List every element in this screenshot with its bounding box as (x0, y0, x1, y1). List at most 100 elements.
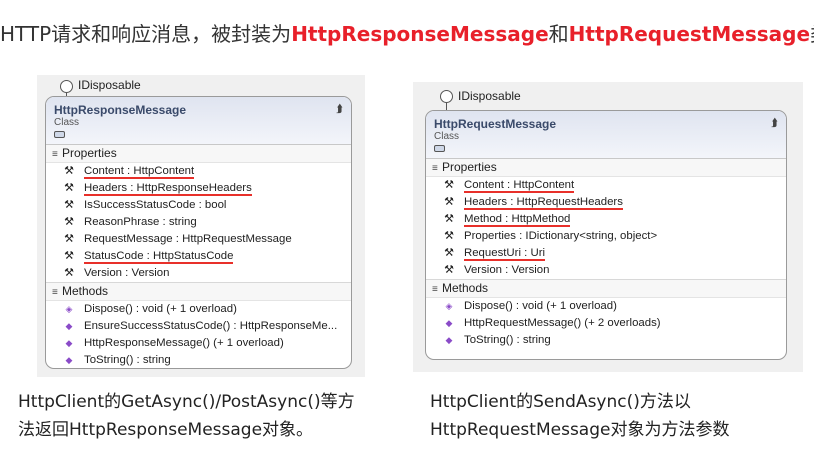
response-methods-label: Methods (62, 284, 109, 298)
request-interface: IDisposable (440, 88, 640, 114)
wrench-icon: ⚒ (64, 182, 74, 194)
protected-method-icon: ◈ (65, 304, 73, 314)
request-caption: HttpClient的SendAsync()方法以 HttpRequestMes… (430, 388, 729, 444)
property-text: ReasonPhrase : string (84, 216, 197, 228)
request-methods-list: ◈Dispose() : void (+ 1 overload)◆HttpReq… (426, 298, 786, 349)
request-interface-label: IDisposable (458, 89, 521, 103)
response-caption-line: 法返回HttpResponseMessage对象。 (18, 420, 314, 440)
request-class-title: HttpRequestMessage (434, 117, 557, 131)
protected-method-icon: ◈ (445, 301, 453, 311)
method-text: HttpResponseMessage() (+ 1 overload) (84, 337, 284, 349)
property-row[interactable]: ⚒ StatusCode : HttpStatusCode (46, 248, 351, 265)
response-class-subtitle: Class (54, 117, 80, 128)
response-class-header: HttpResponseMessage Class ⮭ (46, 97, 351, 145)
wrench-icon: ⚒ (64, 216, 74, 228)
class-glyph-icon (54, 131, 65, 138)
property-text: Method : HttpMethod (464, 213, 571, 227)
property-row[interactable]: ⚒ Properties : IDictionary<string, object… (426, 228, 786, 245)
response-interface-label: IDisposable (78, 78, 141, 92)
heading-response-class: HttpResponseMessage (291, 22, 549, 46)
request-methods-header[interactable]: ≡Methods (426, 279, 786, 298)
double-chevron-up-icon[interactable]: ⮭ (336, 103, 343, 115)
response-methods-header[interactable]: ≡ Methods (46, 282, 351, 301)
property-text: StatusCode : HttpStatusCode (84, 250, 234, 264)
request-caption-line: HttpClient的SendAsync()方法以 (430, 392, 691, 412)
request-caption-line: HttpRequestMessage对象为方法参数 (430, 420, 730, 440)
property-text: RequestMessage : HttpRequestMessage (84, 233, 292, 245)
response-caption-line: HttpClient的GetAsync()/PostAsync()等方 (18, 392, 355, 412)
wrench-icon: ⚒ (444, 196, 454, 208)
response-properties-header[interactable]: ≡ Properties (46, 145, 351, 163)
response-class-title: HttpResponseMessage (54, 103, 187, 117)
method-text: Dispose() : void (+ 1 overload) (464, 300, 617, 312)
property-row[interactable]: ⚒ Version : Version (46, 265, 351, 282)
property-row[interactable]: ⚒ Headers : HttpRequestHeaders (426, 194, 786, 211)
property-text: Content : HttpContent (464, 179, 575, 193)
response-properties-label: Properties (62, 146, 117, 160)
property-row[interactable]: ⚒ IsSuccessStatusCode : bool (46, 197, 351, 214)
wrench-icon: ⚒ (64, 267, 74, 279)
wrench-icon: ⚒ (444, 264, 454, 276)
property-text: Content : HttpContent (84, 165, 195, 179)
property-row[interactable]: ⚒ Content : HttpContent (426, 177, 786, 194)
heading-suffix: 类 (810, 22, 814, 46)
property-text: Version : Version (84, 267, 170, 279)
method-text: EnsureSuccessStatusCode() : HttpResponse… (84, 320, 338, 332)
wrench-icon: ⚒ (444, 230, 454, 242)
property-text: IsSuccessStatusCode : bool (84, 199, 227, 211)
method-row[interactable]: ◆ ToString() : string (46, 352, 351, 368)
method-row[interactable]: ◈ Dispose() : void (+ 1 overload) (426, 298, 786, 315)
collapse-minus-icon[interactable]: ≡ (52, 287, 58, 298)
response-methods-list: ◈ Dispose() : void (+ 1 overload) ◆ EnsureS… (46, 301, 351, 368)
collapse-minus-icon[interactable]: ≡ (52, 149, 58, 160)
heading-request-class: HttpRequestMessage (568, 22, 811, 46)
heading-prefix: HTTP请求和响应消息，被封装为 (0, 22, 292, 46)
wrench-icon: ⚒ (444, 179, 454, 191)
request-properties-header[interactable]: ≡ Properties (426, 159, 786, 177)
response-interface: IDisposable (60, 78, 260, 101)
property-text: Headers : HttpRequestHeaders (464, 196, 623, 210)
method-icon: ◆ (65, 338, 73, 348)
property-row[interactable]: ⚒RequestUri : Uri (426, 245, 786, 262)
method-row[interactable]: ◈ Dispose() : void (+ 1 overload) (46, 301, 351, 318)
property-text: Version : Version (464, 264, 550, 276)
method-text: Dispose() : void (+ 1 overload) (84, 303, 237, 315)
wrench-icon: ⚒ (64, 233, 74, 245)
property-row[interactable]: ⚒ Version : Version (426, 262, 786, 279)
method-row[interactable]: ◆ HttpResponseMessage() (+ 1 overload) (46, 335, 351, 352)
class-glyph-icon (434, 145, 445, 152)
wrench-icon: ⚒ (64, 199, 74, 211)
wrench-icon: ⚒ (64, 250, 74, 262)
response-class-box: HttpResponseMessage Class ⮭ ≡Properties … (45, 96, 352, 369)
collapse-minus-icon[interactable]: ≡ (432, 163, 438, 174)
property-row[interactable]: ⚒ ReasonPhrase : string (46, 214, 351, 231)
method-icon: ◆ (65, 321, 73, 331)
heading-connector: 和 (548, 22, 569, 46)
request-properties-list: ⚒ Content : HttpContent ⚒ Headers : HttpReq… (426, 177, 786, 279)
method-text: ToString() : string (464, 334, 551, 346)
request-class-box: HttpRequestMessage Class ⮭ ≡ Properties ⚒… (425, 110, 787, 360)
property-row[interactable]: ⚒ Headers : HttpResponseHeaders (46, 180, 351, 197)
method-row[interactable]: ◆ ToString() : string (426, 332, 786, 349)
property-text: RequestUri : Uri (464, 247, 546, 261)
property-text: Properties : IDictionary<string, object> (464, 230, 658, 242)
method-icon: ◆ (445, 335, 453, 345)
request-class-header: HttpRequestMessage Class ⮭ (426, 111, 786, 159)
interface-stem (446, 102, 447, 114)
collapse-minus-icon[interactable]: ≡ (432, 284, 438, 295)
slide-heading: HTTP请求和响应消息，被封装为HttpResponseMessage和Http… (0, 18, 814, 47)
property-row[interactable]: ⚒ RequestMessage : HttpRequestMessage (46, 231, 351, 248)
wrench-icon: ⚒ (444, 213, 454, 225)
method-row[interactable]: ◆HttpRequestMessage() (+ 2 overloads) (426, 315, 786, 332)
response-caption: HttpClient的GetAsync()/PostAsync()等方 法返回H… (18, 388, 355, 444)
double-chevron-up-icon[interactable]: ⮭ (771, 117, 778, 129)
property-row[interactable]: ⚒ Method : HttpMethod (426, 211, 786, 228)
method-row[interactable]: ◆ EnsureSuccessStatusCode() : HttpRespons… (46, 318, 351, 335)
request-properties-label: Properties (442, 160, 497, 174)
property-text: Headers : HttpResponseHeaders (84, 182, 252, 196)
method-text: HttpRequestMessage() (+ 2 overloads) (464, 317, 661, 329)
property-row[interactable]: ⚒Content : HttpContent (46, 163, 351, 180)
method-icon: ◆ (65, 355, 73, 365)
method-text: ToString() : string (84, 354, 171, 366)
request-class-subtitle: Class (434, 131, 460, 142)
